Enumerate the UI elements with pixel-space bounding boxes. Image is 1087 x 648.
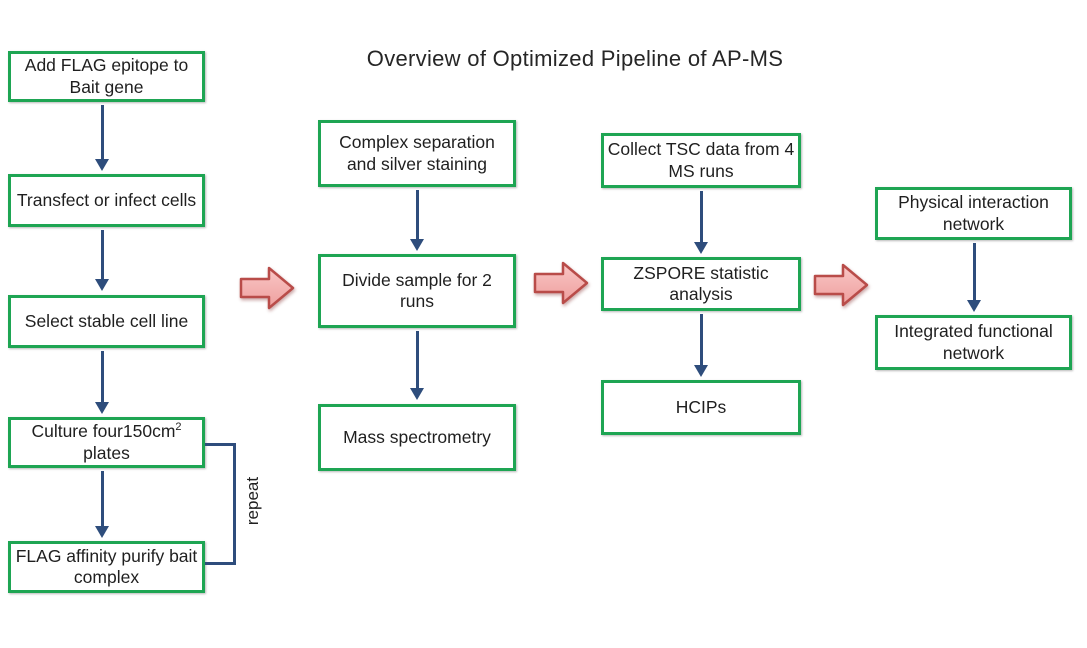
down-arrow-icon (95, 230, 109, 291)
flow-box-flag-affinity-purify: FLAG affinity purify bait complex (8, 541, 205, 593)
down-arrow-icon (694, 191, 708, 254)
flow-box-mass-spectrometry: Mass spectrometry (318, 404, 516, 471)
down-arrow-icon (967, 243, 981, 312)
down-arrow-icon (694, 314, 708, 377)
flow-box-add-flag-epitope: Add FLAG epitope to Bait gene (8, 51, 205, 102)
down-arrow-icon (410, 331, 424, 400)
superscript-2: 2 (175, 421, 182, 434)
flow-box-collect-tsc-data: Collect TSC data from 4 MS runs (601, 133, 801, 188)
flow-box-complex-separation: Complex separation and silver staining (318, 120, 516, 187)
flow-box-integrated-functional-network: Integrated functional network (875, 315, 1072, 370)
down-arrow-icon (95, 471, 109, 538)
down-arrow-icon (410, 190, 424, 251)
flow-box-transfect-infect: Transfect or infect cells (8, 174, 205, 227)
flow-box-culture-plates-label: Culture four150cm2 plates (31, 421, 182, 463)
right-block-arrow-icon (813, 263, 869, 307)
repeat-label: repeat (243, 476, 262, 526)
right-block-arrow-icon (239, 266, 295, 310)
repeat-bracket-connector (205, 443, 236, 565)
slide-title: Overview of Optimized Pipeline of AP-MS (366, 46, 784, 71)
flow-box-select-stable-cell-line: Select stable cell line (8, 295, 205, 348)
flow-box-hcips: HCIPs (601, 380, 801, 435)
down-arrow-icon (95, 105, 109, 171)
flow-box-physical-interaction-network: Physical interaction network (875, 187, 1072, 240)
flow-box-zspore-analysis: ZSPORE statistic analysis (601, 257, 801, 311)
down-arrow-icon (95, 351, 109, 414)
flow-box-divide-sample: Divide sample for 2 runs (318, 254, 516, 328)
flow-box-culture-plates: Culture four150cm2 plates (8, 417, 205, 468)
right-block-arrow-icon (533, 261, 589, 305)
